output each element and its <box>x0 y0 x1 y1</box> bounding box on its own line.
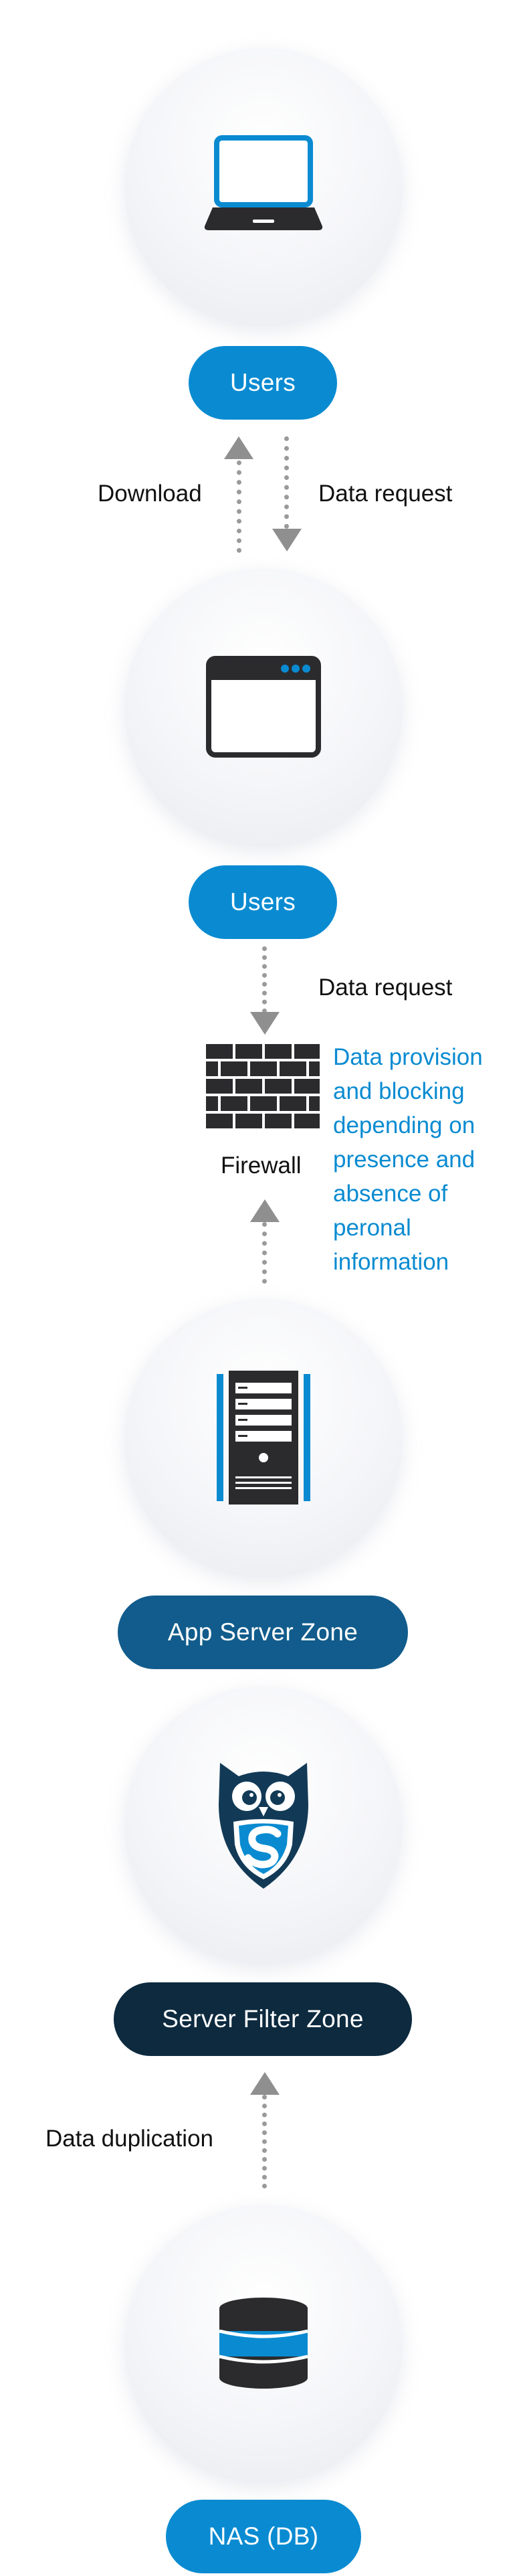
data-request-label-2: Data request <box>318 974 453 1001</box>
owl-shield-logo <box>213 1757 314 1895</box>
data-request-arrow-1-head <box>272 529 302 551</box>
app-server-zone-label: App Server Zone <box>167 1618 358 1646</box>
firewall-up-arrow-line <box>262 1222 267 1284</box>
laptop-node-circle <box>124 48 403 327</box>
app-server-zone-node: App Server Zone <box>118 1596 408 1669</box>
nas-node-circle <box>124 2205 403 2484</box>
data-duplication-arrow-line <box>262 2095 267 2188</box>
nas-db-node: NAS (DB) <box>166 2500 361 2573</box>
server-filter-zone-label: Server Filter Zone <box>162 2005 364 2033</box>
database-icon <box>217 2296 310 2393</box>
data-duplication-label: Data duplication <box>45 2126 213 2152</box>
app-server-node-circle <box>124 1300 403 1578</box>
data-request-arrow-2-head <box>250 1012 280 1035</box>
users-node-1: Users <box>189 346 337 420</box>
download-arrow-head <box>224 436 253 459</box>
data-request-arrow-2-line <box>262 946 267 1013</box>
download-label: Download <box>98 481 202 507</box>
browser-node-circle <box>124 569 403 847</box>
data-request-arrow-1-line <box>284 436 289 529</box>
server-tower-icon <box>217 1370 310 1508</box>
nas-db-label: NAS (DB) <box>208 2522 319 2550</box>
server-filter-zone-node: Server Filter Zone <box>114 1982 412 2056</box>
data-request-label-1: Data request <box>318 481 453 507</box>
firewall-note: Data provision and blocking depending on… <box>333 1044 483 1275</box>
download-arrow-line <box>237 460 241 553</box>
data-duplication-arrow-head <box>250 2072 280 2095</box>
firewall-label: Firewall <box>221 1152 302 1179</box>
users-node-2: Users <box>189 865 337 939</box>
browser-window-icon <box>203 653 324 764</box>
firewall-brick-icon <box>206 1044 320 1144</box>
firewall-up-arrow-head <box>250 1199 280 1222</box>
laptop-icon <box>197 133 330 243</box>
users-node-1-label: Users <box>229 369 296 396</box>
users-node-2-label: Users <box>229 888 296 916</box>
server-filter-node-circle <box>124 1687 403 1965</box>
